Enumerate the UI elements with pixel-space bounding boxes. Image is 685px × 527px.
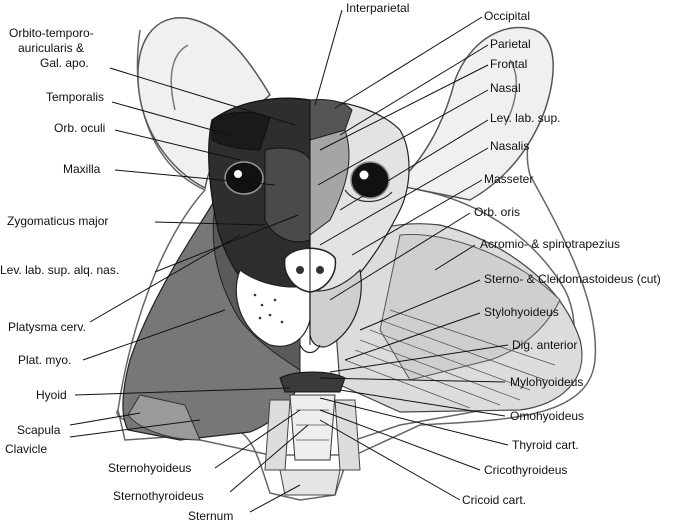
label-thyroid-cart: Thyroid cart. [512,438,579,452]
leader-thyroid-cart [319,397,509,446]
right-cheek [309,268,362,348]
leader-lev-lab-sup [339,119,489,211]
label-temporalis: Temporalis [46,90,104,104]
label-hyoid: Hyoid [36,388,67,402]
label-orbito-1: Orbito-temporo- [9,26,94,40]
label-frontal: Frontal [490,57,527,71]
labels-right: Interparietal Occipital Parietal Frontal… [346,1,661,507]
label-omohyoideus: Omohyoideus [510,409,584,423]
label-scapula: Scapula [17,423,61,437]
label-stylohyoideus: Stylohyoideus [484,305,559,319]
parietal-region [309,99,353,141]
label-masseter: Masseter [484,172,533,186]
leader-clavicle [69,419,201,438]
leader-parietal [339,44,489,136]
leader-omohyoideus [339,389,506,417]
right-eye-highlight [359,170,369,180]
leader-zygomaticus [154,221,266,226]
label-zygomaticus: Zygomaticus major [7,214,108,228]
leader-cricoid-cart [319,419,461,501]
leader-scapula [69,412,141,426]
mouth [299,344,321,354]
label-acromio: Acromio- & spinotrapezius [480,237,620,251]
leader-masseter [351,179,483,256]
label-occipital: Occipital [484,9,530,23]
whisker-dots [253,293,284,324]
maxilla-bone [264,147,311,243]
label-dig-anterior: Dig. anterior [512,338,577,352]
left-eye-highlight [234,170,242,178]
label-cricothyroideus: Cricothyroideus [484,463,567,477]
leader-temporalis [111,101,231,136]
leader-sternum [249,484,301,513]
label-platysma-cerv: Platysma cerv. [8,320,86,334]
left-nostril [296,266,304,274]
label-mylohyoideus: Mylohyoideus [510,375,583,389]
label-maxilla: Maxilla [63,162,101,176]
right-ear-inner [504,59,518,126]
leader-nasal [317,89,489,186]
left-eye [224,161,264,195]
leader-lev-lab-alq [154,214,299,273]
trachea-rings [296,409,329,441]
label-nasal: Nasal [490,81,521,95]
label-plat-myo: Plat. myo. [18,353,71,367]
trachea [289,394,336,461]
leader-sternohyoideus [214,409,301,469]
leader-dig-anterior [329,344,509,373]
neck-fibers [344,309,556,409]
leader-sterno-cleido [359,279,481,331]
leader-hyoid [74,387,291,396]
hyoid-region [279,371,346,393]
leader-platysma-cerv [89,234,241,323]
illustration [116,17,597,501]
sternohyoid-strap [264,399,291,471]
label-sternothyroideus: Sternothyroideus [113,489,204,503]
sternothyroid-strap [334,399,361,471]
label-parietal: Parietal [490,37,531,51]
leader-acromio [434,244,476,271]
leader-sternothyroideus [229,424,309,493]
right-ear [393,26,554,201]
leader-occipital [334,16,483,109]
leader-mylohyoideus [319,377,506,383]
right-nostril [316,266,324,274]
leader-orb-oculi [114,129,241,161]
label-interparietal: Interparietal [346,1,409,15]
leader-orb-oris [329,212,471,301]
left-shoulder-light [127,394,201,441]
label-orbito-3: Gal. apo. [40,56,89,70]
leader-plat-myo [82,309,226,361]
label-nasalis: Nasalis [490,139,529,153]
leader-stylohyoideus [344,312,481,361]
label-orb-oris: Orb. oris [474,205,520,219]
labels-left: Orbito-temporo- auricularis & Gal. apo. … [0,26,233,523]
label-sterno-cleido: Sterno- & Cleidomastoideus (cut) [484,272,661,286]
leader-cricothyroideus [319,409,481,471]
leader-nasalis [319,147,489,246]
label-sternohyoideus: Sternohyoideus [108,461,191,475]
leader-frontal [319,64,489,151]
trapezius-region [379,233,561,381]
label-clavicle: Clavicle [5,442,47,456]
temporalis-region [211,111,271,151]
label-cricoid-cart: Cricoid cart. [462,493,526,507]
right-eye-rim [344,189,393,203]
leader-lines [69,9,509,513]
left-ear-inner [170,44,189,111]
right-eye [350,161,390,199]
left-cheek [235,269,311,347]
label-lev-lab-alq: Lev. lab. sup. alq. nas. [0,263,119,277]
label-orbito-2: auricularis & [18,41,84,55]
label-lev-lab-sup: Lev. lab. sup. [490,111,561,125]
frontal-nasal-region [309,129,350,236]
label-sternum: Sternum [188,509,233,523]
sternum-bone [279,469,341,496]
leader-maxilla [114,169,276,186]
label-orb-oculi: Orb. oculi [54,121,105,135]
leader-orbito [109,67,296,126]
leader-interparietal [314,9,343,106]
